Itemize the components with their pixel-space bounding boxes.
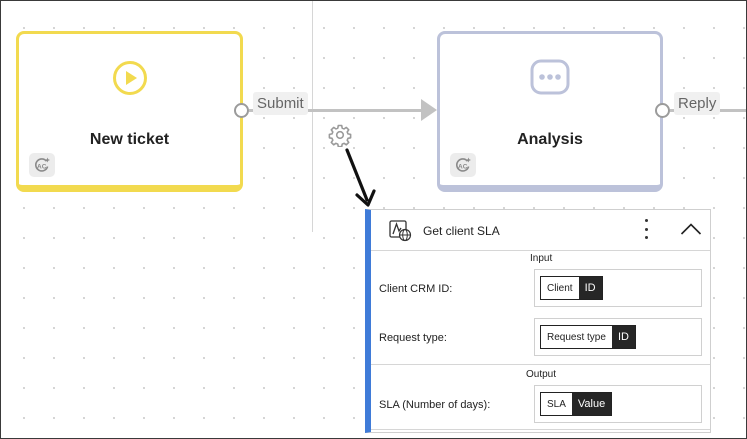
chevron-up-icon[interactable]: [680, 222, 702, 241]
output-port[interactable]: [655, 103, 670, 118]
output-slot-sla[interactable]: SLA Value: [534, 385, 702, 423]
chip-type: ID: [578, 277, 602, 299]
edge-line: [249, 109, 421, 112]
input-label-client-crm-id: Client CRM ID:: [379, 283, 453, 295]
gear-icon[interactable]: [328, 123, 352, 152]
edge-arrowhead: [421, 99, 437, 121]
variable-chip[interactable]: Request type ID: [540, 325, 636, 349]
node-new-ticket[interactable]: New ticket AC: [16, 31, 243, 192]
more-options-icon[interactable]: [642, 219, 650, 239]
svg-text:AC: AC: [37, 164, 47, 171]
chip-name: Client: [541, 277, 579, 299]
output-label-sla: SLA (Number of days):: [379, 399, 491, 411]
auto-complete-icon[interactable]: AC: [29, 153, 55, 177]
function-globe-icon: [389, 220, 413, 247]
canvas-divider: [312, 1, 313, 232]
chip-type: Value: [571, 393, 612, 415]
node-title: New ticket: [89, 131, 170, 148]
edge-label-submit[interactable]: Submit: [253, 92, 308, 115]
function-panel: Get client SLA Input Client CRM ID: Clie…: [365, 209, 711, 433]
input-slot-request-type[interactable]: Request type ID: [534, 318, 702, 356]
node-analysis[interactable]: Analysis AC: [437, 31, 663, 192]
annotation-arrow: [343, 148, 379, 217]
chip-name: SLA: [541, 393, 572, 415]
svg-text:AC: AC: [458, 164, 468, 171]
section-divider: [371, 364, 710, 365]
output-section-label: Output: [526, 369, 557, 380]
input-label-request-type: Request type:: [379, 332, 447, 344]
input-section-label: Input: [530, 253, 553, 264]
auto-complete-icon[interactable]: AC: [450, 153, 476, 177]
play-circle-icon: [112, 60, 148, 101]
edge-label-reply[interactable]: Reply: [674, 92, 721, 115]
input-slot-client-crm-id[interactable]: Client ID: [534, 269, 702, 307]
section-divider: [371, 429, 710, 430]
variable-chip[interactable]: Client ID: [540, 276, 603, 300]
variable-chip[interactable]: SLA Value: [540, 392, 613, 416]
panel-title: Get client SLA: [423, 224, 500, 238]
output-port[interactable]: [234, 103, 249, 118]
panel-header: Get client SLA: [371, 210, 710, 251]
chip-type: ID: [611, 326, 635, 348]
node-title: Analysis: [517, 131, 583, 148]
chip-name: Request type: [541, 326, 612, 348]
ellipsis-icon: [530, 59, 570, 100]
